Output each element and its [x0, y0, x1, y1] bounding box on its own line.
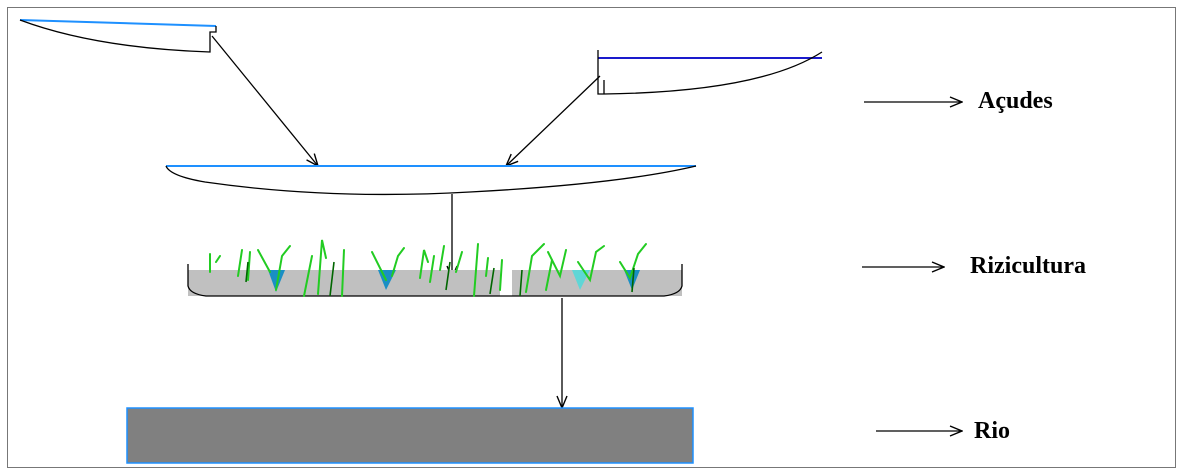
reservoir-left-icon [19, 19, 217, 53]
label-acudes: Açudes [978, 88, 1053, 114]
river-icon [126, 407, 694, 464]
label-rio: Rio [974, 418, 1010, 444]
paddy-field-icon [187, 239, 683, 297]
collector-reservoir-icon [165, 165, 697, 196]
arrow-right-to-collector [506, 75, 601, 166]
reservoir-right-icon [597, 50, 823, 95]
label-rizicultura: Rizicultura [970, 253, 1086, 279]
arrow-left-to-collector [211, 35, 318, 166]
frame [7, 7, 1176, 468]
